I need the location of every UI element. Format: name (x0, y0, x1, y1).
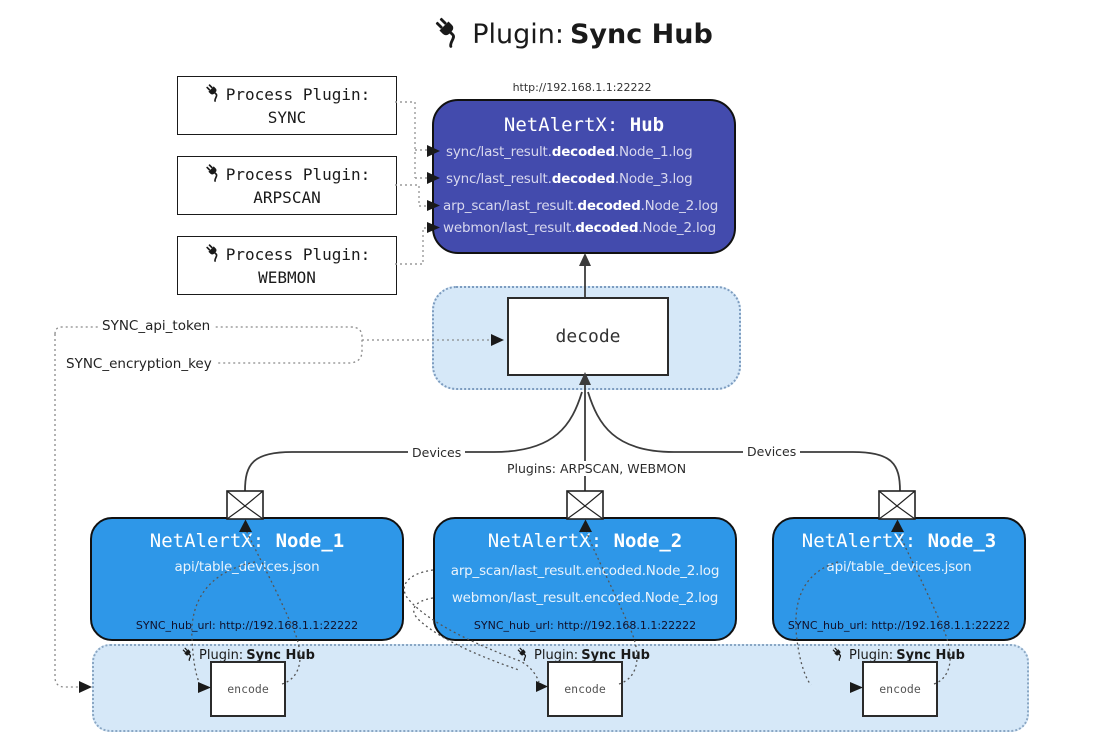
sync-api-token-label: SYNC_api_token (98, 318, 215, 334)
process-plugin-label: Process Plugin: (225, 84, 371, 104)
page-title: Plugin: Sync Hub (14, 14, 1117, 55)
hub-log-line: arp_scan/last_result.decoded.Node_2.log (443, 198, 719, 214)
process-plugin-name: ARPSCAN (253, 188, 321, 207)
node-title: NetAlertX: Node_3 (801, 530, 997, 552)
edge-webmon-to-hub (395, 227, 427, 265)
hub-box: NetAlertX: Hub sync/last_result.decoded.… (432, 99, 736, 254)
hub-log-line: sync/last_result.decoded.Node_1.log (446, 144, 693, 160)
envelope-icon (226, 490, 916, 520)
node-box-node2: NetAlertX: Node_2 arp_scan/last_result.e… (433, 517, 737, 641)
plug-icon (204, 242, 224, 266)
edge-arpscan-to-hub (395, 184, 427, 207)
plug-icon (831, 646, 846, 665)
node-box-node1: NetAlertX: Node_1 api/table_devices.json… (90, 517, 404, 641)
process-plugin-name: WEBMON (258, 268, 316, 287)
page-title-name: Sync Hub (569, 19, 713, 50)
node-hub-url: SYNC_hub_url: http://192.168.1.1:22222 (787, 619, 1011, 632)
node-title: NetAlertX: Node_2 (487, 530, 683, 552)
hub-url-label: http://192.168.1.1:22222 (512, 81, 652, 94)
plug-icon (204, 82, 224, 106)
hub-log-line: sync/last_result.decoded.Node_3.log (446, 171, 693, 187)
plug-icon (204, 162, 224, 186)
devices-label-left: Devices (408, 445, 466, 460)
edge-node1-devices (244, 391, 583, 492)
process-plugin-name: SYNC (267, 108, 307, 127)
edge-node3-devices (587, 391, 901, 492)
encode-box: encode (862, 661, 938, 717)
edge-sync-to-hub (395, 101, 427, 179)
plug-icon (432, 14, 466, 55)
process-plugin-label: Process Plugin: (225, 244, 371, 264)
node-hub-url: SYNC_hub_url: http://192.168.1.1:22222 (473, 619, 697, 632)
decode-box: decode (507, 297, 669, 376)
process-plugin-box-webmon: Process Plugin: WEBMON (177, 236, 397, 295)
encode-box: encode (547, 661, 623, 717)
process-plugin-label: Process Plugin: (225, 164, 371, 184)
hub-log-line: webmon/last_result.decoded.Node_2.log (443, 220, 716, 236)
process-plugin-box-arpscan: Process Plugin: ARPSCAN (177, 156, 397, 215)
devices-label-right: Devices (743, 444, 801, 459)
sync-encryption-key-label: SYNC_encryption_key (62, 356, 216, 372)
edge-secrets-to-encoders (54, 334, 79, 688)
plug-icon (516, 646, 531, 665)
page-title-prefix: Plugin: (472, 19, 564, 50)
node-file: arp_scan/last_result.encoded.Node_2.log (450, 563, 720, 579)
process-plugin-box-sync: Process Plugin: SYNC (177, 76, 397, 135)
node-file: api/table_devices.json (174, 559, 320, 575)
encode-box: encode (210, 661, 286, 717)
node-box-node3: NetAlertX: Node_3 api/table_devices.json… (772, 517, 1026, 641)
plug-icon (181, 646, 196, 665)
node-file: api/table_devices.json (826, 559, 972, 575)
node-title: NetAlertX: Node_1 (149, 530, 345, 552)
node-hub-url: SYNC_hub_url: http://192.168.1.1:22222 (135, 619, 359, 632)
plugins-label: Plugins: ARPSCAN, WEBMON (503, 461, 686, 476)
node-file: webmon/last_result.encoded.Node_2.log (451, 590, 719, 606)
hub-title: NetAlertX: Hub (503, 114, 665, 136)
